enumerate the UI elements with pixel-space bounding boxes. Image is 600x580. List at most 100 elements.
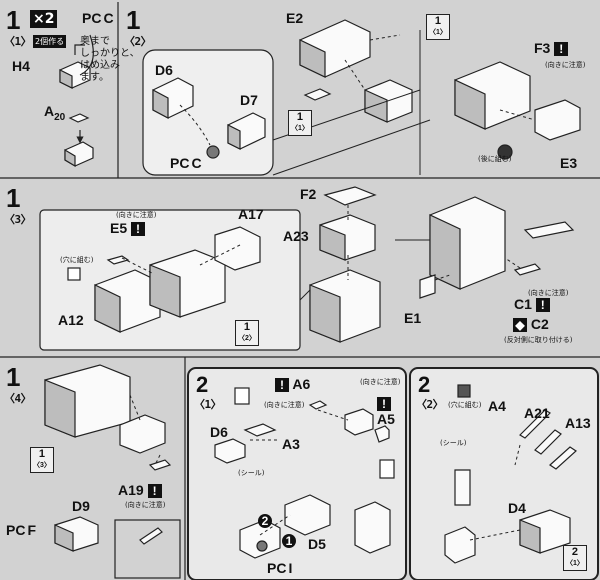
note-line-1: 奥まで <box>80 36 110 47</box>
part-f2: F2 <box>300 186 317 202</box>
ref-sub: 〈3〉 <box>33 462 51 469</box>
step-number: 2 <box>196 372 209 397</box>
part-e5-text: E5 <box>110 220 128 236</box>
part-h-number: 4 <box>22 58 30 74</box>
part-c1: C1 ! <box>514 296 550 312</box>
part-a12: A12 <box>58 312 84 328</box>
part-a19-text: A19 <box>118 482 144 498</box>
part-a23: A23 <box>283 228 309 244</box>
pc-text: PC <box>6 522 26 538</box>
part-a6: ! A6 <box>275 376 310 392</box>
part-d7: D7 <box>240 92 258 108</box>
part-a3: A3 <box>282 436 300 452</box>
orientation-note: (向きに注意) <box>125 501 166 509</box>
part-d6: D6 <box>155 62 173 78</box>
part-e3: E3 <box>560 155 578 171</box>
opposite-side-note: (反対側に取り付ける) <box>504 336 573 344</box>
substep-label: 〈2〉 <box>416 398 444 411</box>
order-number-2: 2 <box>258 512 272 528</box>
ref-sub: 〈2〉 <box>238 335 256 342</box>
substep-label: 〈3〉 <box>4 213 32 226</box>
warning-icon: ! <box>535 298 550 312</box>
part-d6: D6 <box>210 424 228 440</box>
part-d5: D5 <box>308 536 326 552</box>
order-number-1: 1 <box>282 532 296 548</box>
step-number: 2 <box>418 372 431 397</box>
part-f3-text: F3 <box>534 40 551 56</box>
part-c1-text: C1 <box>514 296 532 312</box>
pc-code: C <box>191 155 202 171</box>
part-d4: D4 <box>508 500 526 516</box>
part-d9: D9 <box>72 498 90 514</box>
warning-icon: ! <box>377 397 391 411</box>
order-marker: 1 <box>282 534 296 548</box>
part-h4: H4 <box>12 58 30 74</box>
orientation-note: (向きに注意) <box>528 289 569 297</box>
ref-step: 1 <box>38 448 46 460</box>
order-marker: 2 <box>258 514 272 528</box>
pc-text: PC <box>267 560 287 576</box>
step-ref: 1〈2〉 <box>235 320 259 346</box>
part-e5: E5 ! <box>110 220 146 236</box>
step-ref: 1〈3〉 <box>30 447 54 473</box>
ref-sub: 〈1〉 <box>429 29 447 36</box>
part-a6-text: A6 <box>292 376 311 392</box>
substep-label: 〈2〉 <box>124 35 152 48</box>
seal-note: (シール) <box>238 469 265 477</box>
ref-step: 2 <box>571 546 579 558</box>
step-number: 1 <box>6 5 21 35</box>
step-number: 1 <box>6 183 21 213</box>
seal-note: (シール) <box>440 439 467 447</box>
ref-step: 1 <box>243 321 251 333</box>
warning-icon: ! <box>147 484 162 498</box>
warning-icon: ! <box>131 222 146 236</box>
orientation-note: (向きに注意) <box>264 401 305 409</box>
substep-label: 〈4〉 <box>4 392 32 405</box>
part-a-number: 20 <box>54 111 66 123</box>
hole-note: (穴に組む) <box>60 256 94 264</box>
orientation-note: (向きに注意) <box>545 61 586 69</box>
orientation-note: (向きに注意) <box>360 378 401 386</box>
ref-step: 1 <box>296 111 304 123</box>
part-a5-text: A5 <box>377 411 395 427</box>
part-c2-text: C2 <box>530 316 549 332</box>
substep-label: 〈1〉 <box>4 35 32 48</box>
part-a-letter: A <box>44 103 55 119</box>
substep-label: 〈1〉 <box>194 398 222 411</box>
ref-step: 1 <box>434 15 442 27</box>
orientation-note: (向きに注意) <box>116 211 157 219</box>
ref-sub: 〈1〉 <box>291 125 309 132</box>
part-c2: ◆ C2 <box>513 316 549 332</box>
part-a19: A19 ! <box>118 482 162 498</box>
part-a4: A4 <box>488 398 506 414</box>
part-h-letter: H <box>12 58 23 74</box>
step-ref: 1〈1〉 <box>288 110 312 136</box>
note-line-3: はめ込み <box>80 60 120 71</box>
flip-icon: ◆ <box>513 318 527 332</box>
step-ref: 2〈1〉 <box>563 545 587 571</box>
part-a5: !A5 <box>377 395 395 427</box>
pc-code: C <box>103 10 114 26</box>
step-ref: 1〈1〉 <box>426 14 450 40</box>
part-a20: A20 <box>44 103 65 123</box>
make-two-note: 2個作る <box>33 35 67 48</box>
part-e2: E2 <box>286 10 304 26</box>
warning-icon: ! <box>554 42 569 56</box>
pc-code: F <box>27 522 37 538</box>
part-f3: F3 ! <box>534 40 569 56</box>
part-a17: A17 <box>238 206 264 222</box>
step-number: 1 <box>126 5 141 35</box>
pc-text: PC <box>170 155 190 171</box>
pc-text: PC <box>82 10 102 26</box>
quantity-badge: ×2 <box>30 10 58 28</box>
later-assembly-note: (後に組む) <box>478 155 512 163</box>
note-line-4: ます。 <box>80 72 109 83</box>
hole-note: (穴に組む) <box>448 401 482 409</box>
note-text: 奥まで しっかりと、 はめ込み ます。 <box>80 36 140 84</box>
